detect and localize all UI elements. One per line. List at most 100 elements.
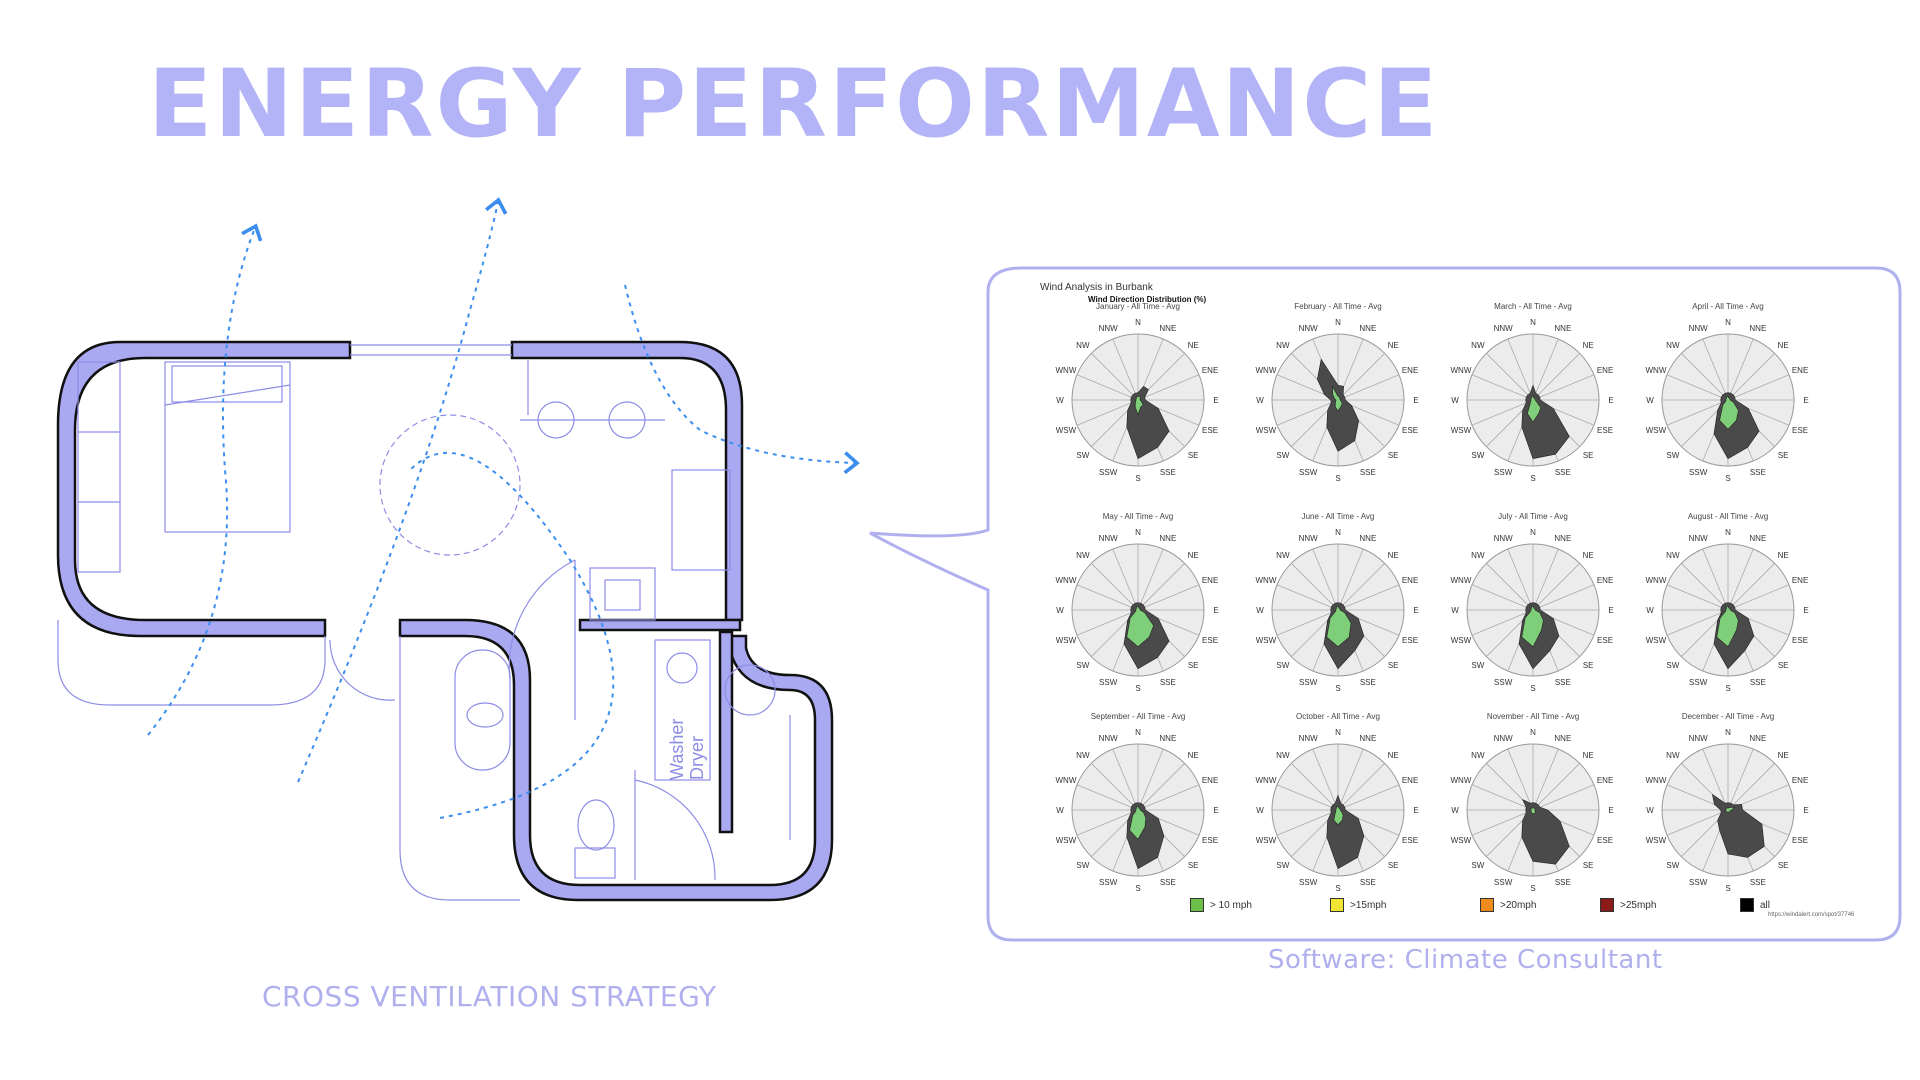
- wind-rose-spoke: [1276, 584, 1339, 611]
- direction-label: NW: [1276, 751, 1290, 760]
- wind-rose-title: February - All Time - Avg: [1294, 302, 1382, 311]
- direction-label: E: [1803, 396, 1808, 405]
- wind-rose-spoke: [1076, 784, 1139, 811]
- wind-rose-spoke: [1507, 548, 1534, 611]
- direction-label: NW: [1666, 551, 1680, 560]
- wind-rose-spoke: [1702, 748, 1729, 811]
- legend-swatch: [1740, 898, 1754, 912]
- direction-label: SSE: [1160, 468, 1176, 477]
- panel-subheading: Wind Direction Distribution (%): [1088, 295, 1207, 304]
- direction-label: WSW: [1256, 426, 1277, 435]
- direction-label: ENE: [1402, 776, 1418, 785]
- direction-label: SW: [1276, 451, 1289, 460]
- direction-label: SSE: [1555, 878, 1571, 887]
- direction-label: N: [1335, 528, 1341, 537]
- plan-furniture: [57, 344, 791, 901]
- direction-label: WNW: [1645, 776, 1666, 785]
- direction-label: SE: [1388, 661, 1399, 670]
- direction-label: WSW: [1256, 836, 1277, 845]
- direction-label: NE: [1388, 751, 1399, 760]
- wind-rose-spoke: [1666, 609, 1729, 636]
- direction-label: SE: [1188, 451, 1199, 460]
- direction-label: SSE: [1750, 878, 1766, 887]
- direction-label: ESE: [1597, 426, 1613, 435]
- wind-rose-spoke: [1276, 809, 1339, 836]
- wind-rose-spoke: [1532, 548, 1559, 611]
- wind-rose-title: April - All Time - Avg: [1692, 302, 1764, 311]
- direction-label: NW: [1471, 551, 1485, 560]
- direction-label: NW: [1471, 341, 1485, 350]
- direction-label: SW: [1076, 451, 1089, 460]
- direction-label: NNW: [1299, 534, 1319, 543]
- direction-label: SSE: [1750, 678, 1766, 687]
- wind-rose-spoke: [1532, 584, 1595, 611]
- direction-label: NE: [1188, 551, 1199, 560]
- wind-rose-spoke: [1091, 563, 1139, 611]
- source-url: https://windalert.com/spot/37746: [1768, 912, 1855, 918]
- legend-item: >15mph: [1330, 898, 1386, 912]
- wind-rose-spoke: [1666, 584, 1729, 611]
- direction-label: SSW: [1689, 678, 1708, 687]
- direction-label: NW: [1076, 341, 1090, 350]
- direction-label: W: [1451, 396, 1459, 405]
- direction-label: E: [1213, 806, 1218, 815]
- wind-analysis-panel: Wind Analysis in Burbank Wind Direction …: [1000, 272, 1888, 932]
- direction-label: W: [1451, 806, 1459, 815]
- wind-rose-spoke: [1471, 399, 1534, 426]
- direction-label: S: [1135, 884, 1140, 893]
- wind-rose-title: August - All Time - Avg: [1687, 512, 1769, 521]
- direction-label: WNW: [1055, 366, 1076, 375]
- direction-label: WSW: [1646, 426, 1667, 435]
- legend-label: >15mph: [1350, 899, 1387, 911]
- direction-label: WNW: [1055, 776, 1076, 785]
- wind-rose-spoke: [1727, 374, 1790, 401]
- direction-label: NNE: [1359, 734, 1376, 743]
- wind-over-10mph-area: [1129, 805, 1147, 840]
- washer-dryer-label: Washer Dryer: [667, 714, 707, 780]
- direction-label: SSW: [1299, 878, 1318, 887]
- wind-rose-spoke: [1112, 548, 1139, 611]
- direction-label: S: [1530, 884, 1535, 893]
- software-caption: Software: Climate Consultant: [1268, 945, 1663, 975]
- direction-label: NE: [1778, 551, 1789, 560]
- direction-label: SSW: [1689, 468, 1708, 477]
- direction-label: NE: [1778, 341, 1789, 350]
- direction-label: ESE: [1402, 836, 1418, 845]
- direction-label: ENE: [1597, 776, 1613, 785]
- wind-rose-spoke: [1337, 374, 1400, 401]
- wind-rose-spoke: [1337, 563, 1385, 611]
- ventilation-caption: CROSS VENTILATION STRATEGY: [262, 980, 717, 1013]
- direction-label: ESE: [1402, 426, 1418, 435]
- direction-label: NW: [1076, 751, 1090, 760]
- direction-label: SW: [1666, 661, 1679, 670]
- direction-label: NE: [1778, 751, 1789, 760]
- direction-label: SSW: [1494, 468, 1513, 477]
- direction-label: NNW: [1689, 324, 1709, 333]
- wind-rose-spoke: [1137, 748, 1164, 811]
- direction-label: SSE: [1555, 678, 1571, 687]
- wind-rose-spoke: [1702, 548, 1729, 611]
- direction-label: W: [1056, 806, 1064, 815]
- direction-label: NW: [1471, 751, 1485, 760]
- wind-rose-spoke: [1471, 784, 1534, 811]
- wind-rose-spoke: [1471, 809, 1534, 836]
- wind-rose-spoke: [1532, 338, 1559, 401]
- direction-label: WNW: [1450, 776, 1471, 785]
- wind-rose-spoke: [1727, 584, 1790, 611]
- direction-label: ENE: [1792, 776, 1808, 785]
- direction-label: ENE: [1202, 776, 1218, 785]
- wind-rose-spoke: [1076, 374, 1139, 401]
- direction-label: E: [1608, 806, 1613, 815]
- legend-label: > 10 mph: [1210, 899, 1252, 911]
- direction-label: ESE: [1202, 636, 1218, 645]
- direction-label: SSW: [1099, 878, 1118, 887]
- wind-rose-spoke: [1337, 353, 1385, 401]
- wind-rose-spoke: [1666, 399, 1729, 426]
- wind-over-10mph-area: [1530, 807, 1536, 815]
